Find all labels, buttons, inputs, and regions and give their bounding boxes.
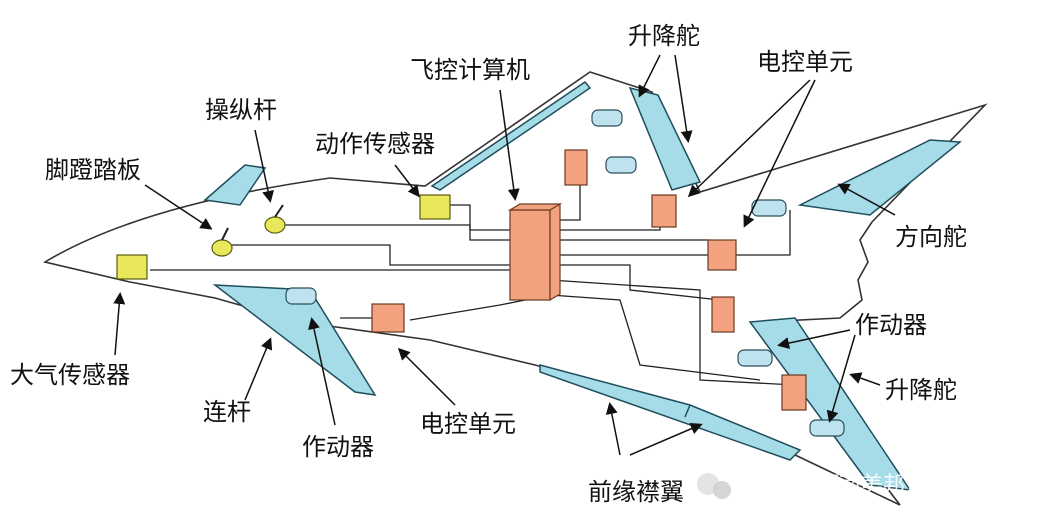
pedal-base [211,239,233,257]
label-air-data-sensor: 大气传感器 [10,361,130,389]
wing-leading-strip-top [430,80,592,191]
flight-control-computer [509,209,551,301]
label-actuator-bottom: 作动器 [302,433,374,461]
label-actuator-right: 作动器 [855,311,927,339]
label-pedals: 脚蹬踏板 [45,156,141,184]
air-data-sensor-box [116,254,148,280]
label-leading-edge-flap: 前缘襟翼 [588,478,684,506]
label-elevator-top: 升降舵 [628,22,700,50]
canard-bottom [212,284,377,396]
label-motion-sensor: 动作传感器 [315,130,435,158]
rudder [797,139,962,216]
label-rudder: 方向舵 [895,223,967,251]
control-stick-base [264,216,286,234]
signal-wires [150,185,796,386]
label-control-stick: 操纵杆 [205,96,277,124]
label-elevator-right: 升降舵 [885,376,957,404]
motion-sensor-box [419,194,451,220]
watermark: 公众号 · 河南美邦通航 [697,473,949,499]
actuators [285,109,845,437]
label-pointers [113,54,896,456]
svg-text:公众号 · 河南美邦通航: 公众号 · 河南美邦通航 [730,473,949,498]
label-ecu-bottom: 电控单元 [420,410,516,438]
label-flight-computer: 飞控计算机 [410,56,530,84]
label-ecu-top: 电控单元 [757,48,853,76]
ecu-units [371,149,807,411]
canard-top [203,164,267,206]
leading-edge-flap [539,364,802,461]
label-linkage: 连杆 [203,398,251,426]
